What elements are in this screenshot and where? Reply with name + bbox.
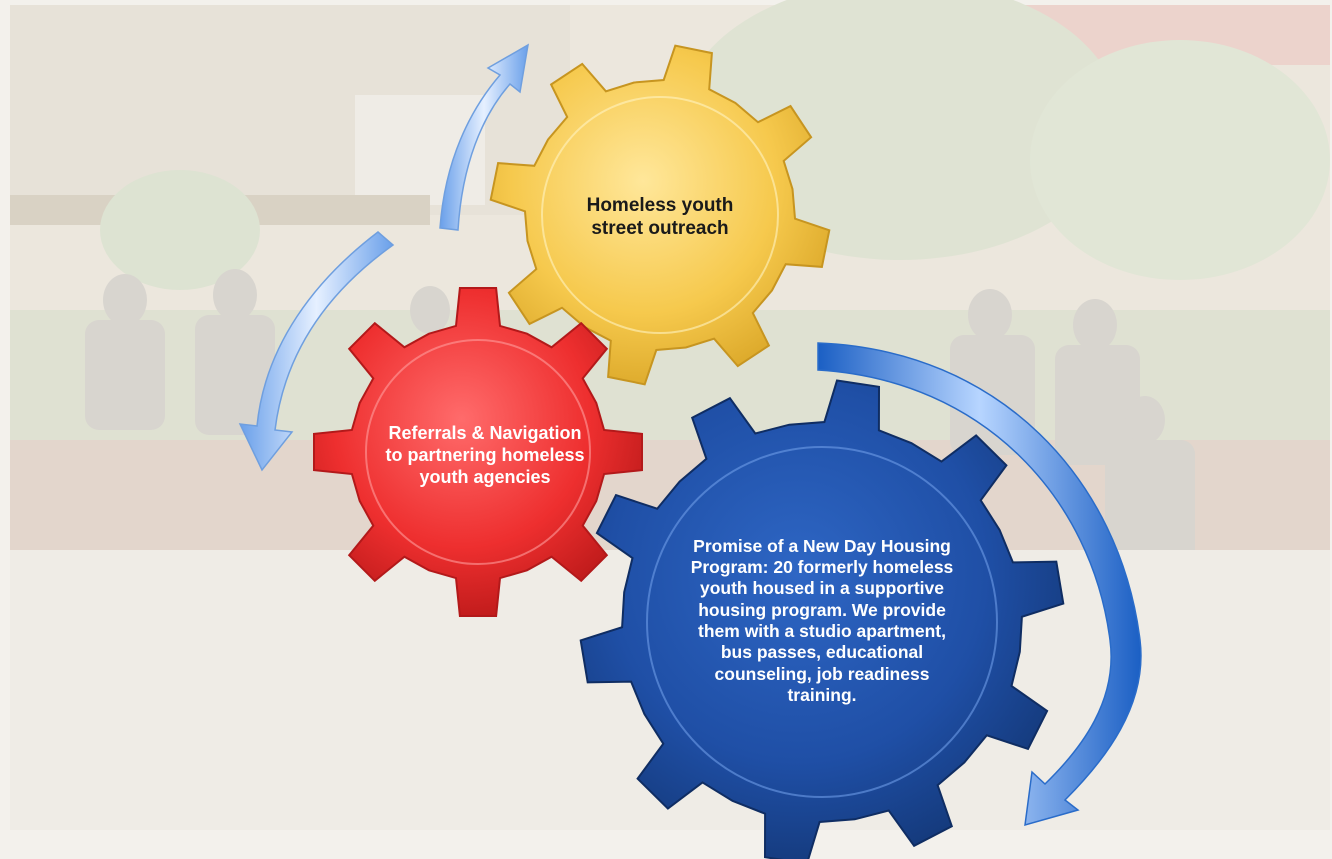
gear-label-referrals-navigation: Referrals & Navigation to partnering hom… xyxy=(385,423,585,487)
gear-icon-promise-of-a-new-day xyxy=(579,379,1065,859)
gear-icon-referrals-navigation xyxy=(313,287,643,617)
arrow-right-down xyxy=(817,342,1142,827)
arrow-top-up xyxy=(439,43,530,231)
gear-label-homeless-youth-street-outreach: Homeless youth street outreach xyxy=(586,194,734,239)
gear-red-inner-ring xyxy=(365,339,591,565)
gear-icon-homeless-youth-street-outreach xyxy=(489,44,831,386)
arrow-left-down xyxy=(238,231,395,472)
gear-label-promise-of-a-new-day: Promise of a New Day Housing Program: 20… xyxy=(690,535,954,706)
gear-blue-inner-ring xyxy=(646,446,998,798)
gear-yellow-inner-ring xyxy=(541,96,779,334)
